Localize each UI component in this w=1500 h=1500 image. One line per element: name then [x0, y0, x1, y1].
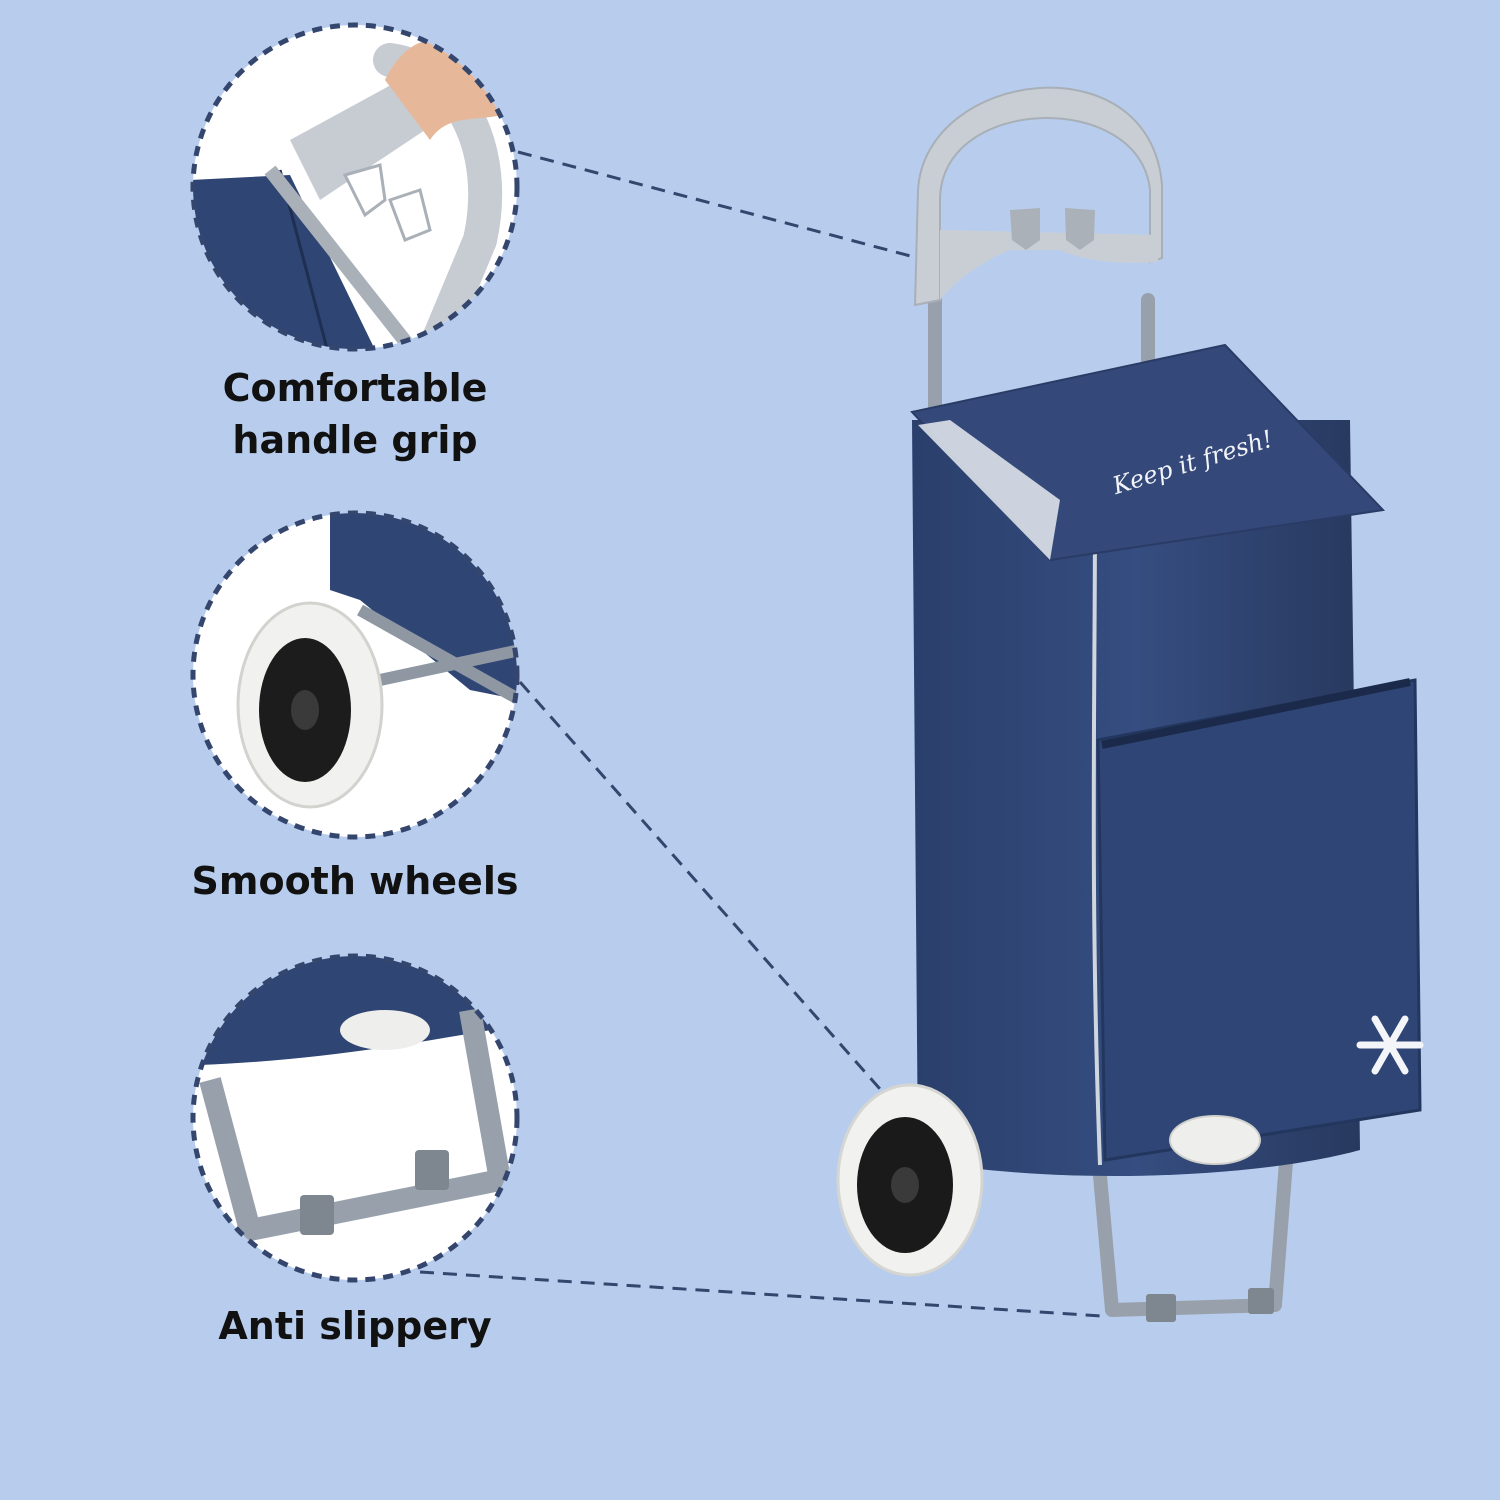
shopping-trolley: Keep it fresh! [836, 86, 1424, 1322]
drawstring-lining [918, 420, 1060, 560]
wheel-icon [836, 1083, 984, 1277]
handle-grip-icon [913, 86, 1163, 307]
feature-label-handle-grip: Comfortable handle grip [222, 366, 488, 462]
rear-wheel-icon [1169, 1115, 1261, 1165]
foot-cap [1146, 1294, 1176, 1322]
bag-piping [1091, 509, 1102, 1166]
feature-label-anti-slippery: Anti slippery [218, 1304, 492, 1348]
feature-circle-handle [190, 22, 520, 352]
snowflake-icon [1356, 1015, 1424, 1075]
foot-cap [1248, 1288, 1274, 1314]
feature-circle-wheels [190, 510, 520, 840]
front-pocket [1096, 678, 1422, 1162]
pocket-zipper [1101, 678, 1411, 749]
connector-line-handle [517, 150, 919, 260]
feature-label-smooth-wheels: Smooth wheels [191, 859, 519, 903]
feature-circle-slippery [190, 953, 520, 1283]
connector-line-wheels [518, 681, 890, 1099]
